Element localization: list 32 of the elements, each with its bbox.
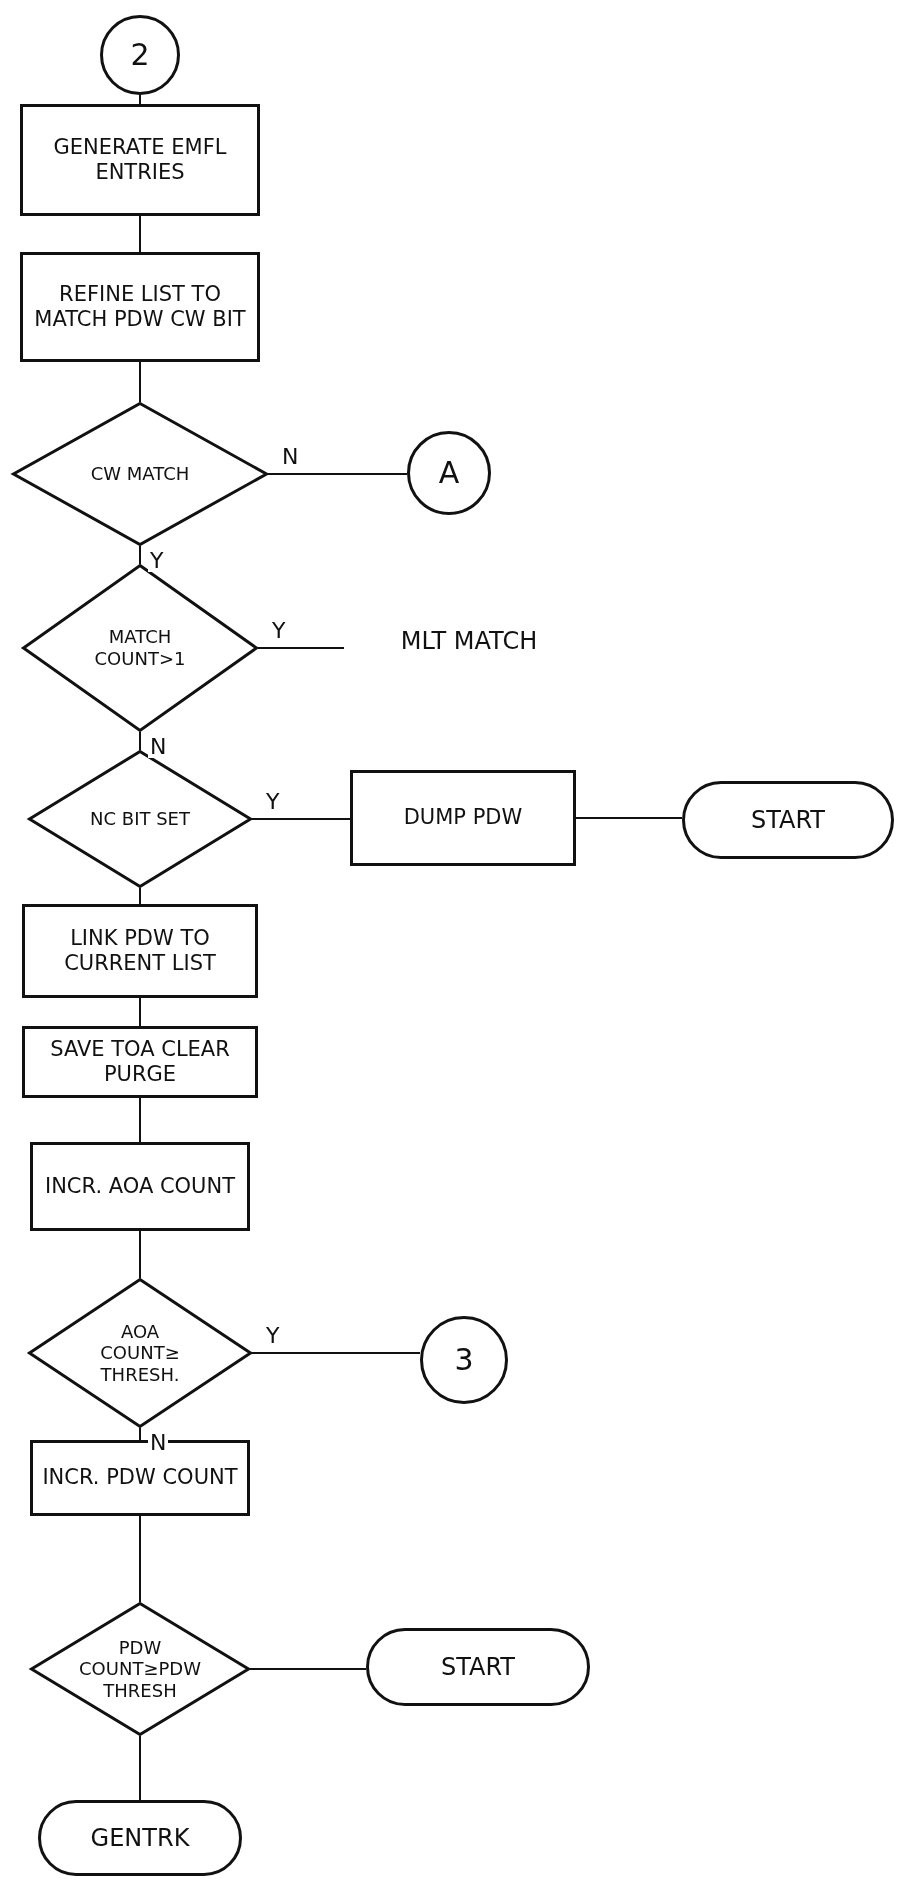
connector-line xyxy=(139,94,141,105)
connector-line xyxy=(267,473,408,475)
connector-line xyxy=(575,817,683,819)
process-box: INCR. AOA COUNT xyxy=(30,1142,250,1231)
connector-line xyxy=(139,1515,141,1603)
process-box: DUMP PDW xyxy=(350,770,576,866)
flow-text: MLT MATCH xyxy=(354,626,584,656)
connector-line xyxy=(249,1668,367,1670)
process-box: REFINE LIST TO MATCH PDW CW BIT xyxy=(20,252,260,362)
decision-diamond: CW MATCH xyxy=(12,402,268,546)
connector-circle: 3 xyxy=(420,1316,508,1404)
connector-line xyxy=(257,647,345,649)
connector-line xyxy=(251,1352,421,1354)
connector-line xyxy=(139,731,141,751)
decision-diamond: PDW COUNT≥PDW THRESH xyxy=(30,1602,250,1736)
connector-circle: A xyxy=(407,431,491,515)
connector-line xyxy=(251,818,351,820)
process-box: SAVE TOA CLEAR PURGE xyxy=(22,1026,258,1098)
connector-line xyxy=(139,1097,141,1143)
process-box: GENERATE EMFL ENTRIES xyxy=(20,104,260,216)
connector-line xyxy=(139,215,141,253)
connector-line xyxy=(139,1427,141,1441)
decision-diamond: AOA COUNT≥ THRESH. xyxy=(28,1278,252,1428)
process-box: LINK PDW TO CURRENT LIST xyxy=(22,904,258,998)
connector-line xyxy=(139,361,141,403)
connector-line xyxy=(139,545,141,565)
connector-line xyxy=(139,1230,141,1279)
connector-circle: 2 xyxy=(100,15,180,95)
connector-line xyxy=(139,1735,141,1801)
connector-line xyxy=(139,997,141,1027)
connector-line xyxy=(139,887,141,905)
edge-label: Y xyxy=(148,550,166,572)
